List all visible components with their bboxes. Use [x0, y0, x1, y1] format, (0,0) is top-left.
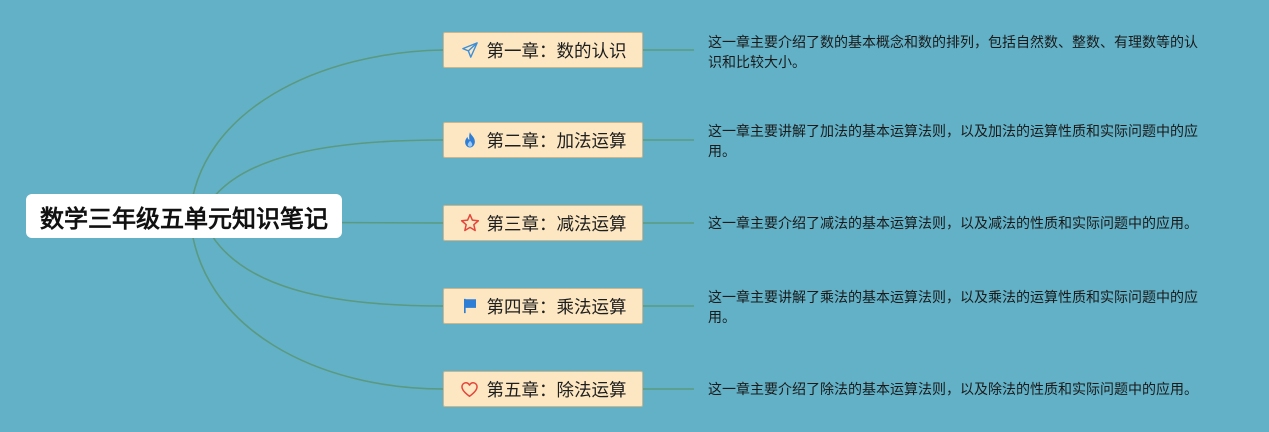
- topic-label: 第二章：加法运算: [486, 130, 627, 151]
- note-chapter-3[interactable]: 这一章主要介绍了减法的基本运算法则，以及减法的性质和实际问题中的应用。: [708, 215, 1198, 231]
- paper-plane-icon: [460, 40, 480, 60]
- central-topic-title: 数学三年级五单元知识笔记: [40, 205, 328, 233]
- connector-root-to-chapter-4: [201, 215, 444, 307]
- note-chapter-4[interactable]: 这一章主要讲解了乘法的基本运算法则，以及乘法的运算性质和实际问题中的应用。: [708, 289, 1198, 325]
- connector-root-to-chapter-1: [189, 49, 444, 217]
- topic-chapter-2[interactable]: 第二章：加法运算: [443, 122, 643, 158]
- topic-chapter-4[interactable]: 第四章：乘法运算: [443, 288, 643, 324]
- topic-label: 第五章：除法运算: [486, 379, 627, 400]
- topic-label: 第一章：数的认识: [486, 40, 627, 61]
- topic-label: 第三章：减法运算: [486, 213, 627, 234]
- note-chapter-1[interactable]: 这一章主要介绍了数的基本概念和数的排列，包括自然数、整数、有理数等的认识和比较大…: [708, 34, 1198, 70]
- note-chapter-2[interactable]: 这一章主要讲解了加法的基本运算法则，以及加法的运算性质和实际问题中的应用。: [708, 123, 1198, 159]
- topic-label: 第四章：乘法运算: [486, 296, 627, 317]
- star-icon: [460, 213, 480, 233]
- topic-chapter-5[interactable]: 第五章：除法运算: [443, 371, 643, 407]
- topic-chapter-3[interactable]: 第三章：减法运算: [443, 205, 643, 241]
- note-chapter-5[interactable]: 这一章主要介绍了除法的基本运算法则，以及除法的性质和实际问题中的应用。: [708, 381, 1198, 397]
- flame-icon: [460, 130, 480, 150]
- connector-root-to-chapter-5: [189, 215, 444, 390]
- flag-icon: [460, 296, 480, 316]
- heart-icon: [460, 379, 480, 399]
- central-topic[interactable]: 数学三年级五单元知识笔记: [26, 194, 342, 238]
- topic-chapter-1[interactable]: 第一章：数的认识: [443, 32, 643, 68]
